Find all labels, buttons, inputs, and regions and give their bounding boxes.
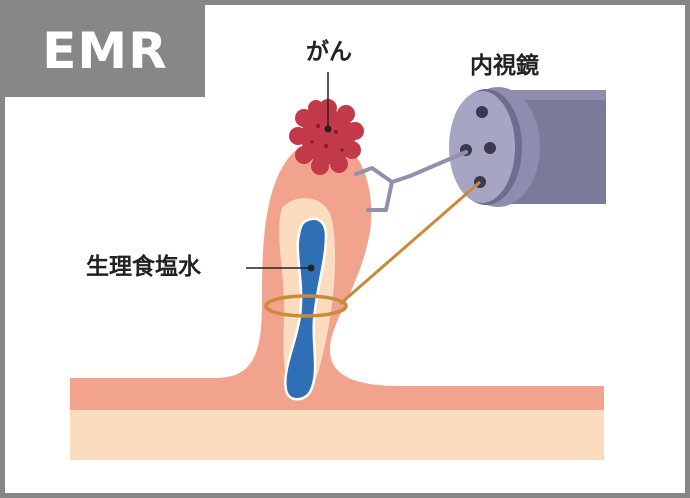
- cancer-leader-dot: [324, 125, 332, 133]
- snare-wire: [339, 180, 481, 306]
- cancer-label: がん: [306, 39, 352, 65]
- saline-leader-dot: [307, 264, 315, 272]
- saline-bleb: [284, 217, 328, 401]
- tumor-shape: [289, 99, 364, 175]
- grasping-forceps: [354, 150, 468, 212]
- snare-loop: [264, 294, 348, 318]
- endoscope: [449, 87, 606, 207]
- mucosa-layer: [70, 139, 604, 410]
- title-badge: EMR: [5, 5, 205, 97]
- saline-label: 生理食塩水: [86, 254, 201, 280]
- endoscope-label: 内視鏡: [470, 53, 539, 79]
- submucosa-layer: [70, 404, 604, 460]
